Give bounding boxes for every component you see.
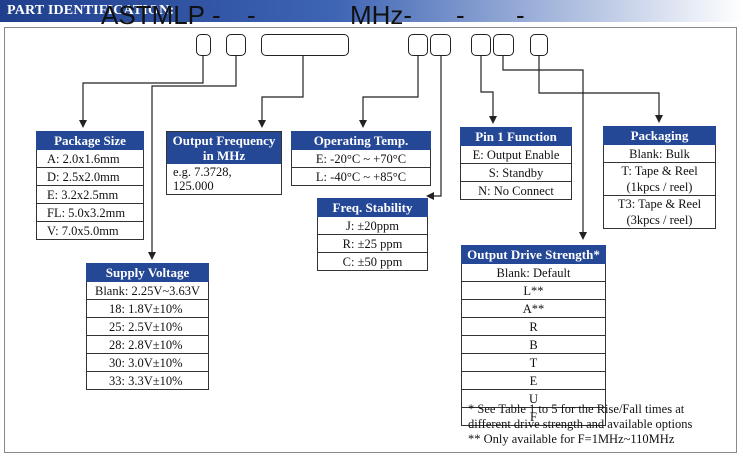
output-frequency-box: Output Frequency in MHz e.g. 7.3728, 125… (166, 131, 282, 195)
packaging-table: Packaging Blank: Bulk T: Tape & Reel (1k… (603, 126, 716, 229)
slot-package-size (196, 34, 211, 56)
packaging-row: T3: Tape & Reel (603, 195, 716, 212)
output-frequency-example-2: 125.000 (173, 179, 214, 193)
connector-packaging (538, 56, 663, 123)
freq-stability-title: Freq. Stability (317, 198, 428, 217)
connector-package-size (79, 56, 204, 128)
connector-freq-stability (426, 56, 442, 200)
output-frequency-title-1: Output Frequency (172, 133, 276, 148)
diagram-frame (4, 27, 737, 453)
output-drive-title: Output Drive Strength* (461, 245, 606, 264)
footnotes: * See Table 1 to 5 for the Rise/Fall tim… (468, 402, 692, 447)
freq-stability-row: C: ±50 ppm (317, 252, 428, 271)
supply-voltage-row: 18: 1.8V±10% (86, 299, 209, 318)
package-size-table: Package Size A: 2.0x1.6mm D: 2.5x2.0mm E… (36, 131, 144, 240)
output-frequency-body: e.g. 7.3728, 125.000 (167, 164, 281, 194)
output-drive-row: R (461, 317, 606, 336)
supply-voltage-title: Supply Voltage (86, 263, 209, 282)
output-drive-row: B (461, 335, 606, 354)
output-drive-table: Output Drive Strength* Blank: Default L*… (461, 245, 606, 426)
part-prefix: ASTMLP (101, 0, 206, 30)
pin1-function-row: S: Standby (460, 163, 572, 182)
connector-supply-voltage (148, 56, 237, 260)
slot-frequency (261, 34, 349, 56)
packaging-row: (3kpcs / reel) (603, 212, 716, 229)
connector-operating-temp (359, 56, 419, 128)
pin1-function-row: N: No Connect (460, 181, 572, 200)
part-sep-4: - (516, 0, 525, 30)
supply-voltage-row: 28: 2.8V±10% (86, 335, 209, 354)
output-frequency-title-2: in MHz (202, 148, 246, 163)
supply-voltage-row: 30: 3.0V±10% (86, 353, 209, 372)
section-title: PART IDENTIFICATION: (7, 3, 175, 18)
freq-stability-row: R: ±25 ppm (317, 234, 428, 253)
operating-temp-title: Operating Temp. (291, 131, 431, 150)
supply-voltage-row: 25: 2.5V±10% (86, 317, 209, 336)
output-frequency-example-1: e.g. 7.3728, (173, 165, 232, 179)
footnote-1: * See Table 1 to 5 for the Rise/Fall tim… (468, 402, 685, 416)
footnote-2: different drive strength and available o… (468, 417, 693, 431)
supply-voltage-row: 33: 3.3V±10% (86, 371, 209, 390)
operating-temp-row: E: -20°C ~ +70°C (291, 149, 431, 168)
package-size-row: D: 2.5x2.0mm (36, 167, 144, 186)
pin1-function-title: Pin 1 Function (460, 127, 572, 146)
part-sep-1: - (212, 0, 221, 30)
output-drive-row: L** (461, 281, 606, 300)
part-sep-2: - (247, 0, 256, 30)
slot-drive-strength (493, 34, 514, 56)
slot-packaging (530, 34, 548, 56)
package-size-title: Package Size (36, 131, 144, 150)
footnote-3: ** Only available for F=1MHz~110MHz (468, 432, 675, 446)
packaging-title: Packaging (603, 126, 716, 145)
slot-operating-temp (408, 34, 428, 56)
pin1-function-row: E: Output Enable (460, 145, 572, 164)
freq-stability-table: Freq. Stability J: ±20ppm R: ±25 ppm C: … (317, 198, 428, 271)
output-drive-row: Blank: Default (461, 263, 606, 282)
connector-pin1-function (480, 56, 497, 124)
operating-temp-row: L: -40°C ~ +85°C (291, 167, 431, 186)
slot-supply-voltage (226, 34, 246, 56)
supply-voltage-table: Supply Voltage Blank: 2.25V~3.63V 18: 1.… (86, 263, 209, 390)
pin1-function-table: Pin 1 Function E: Output Enable S: Stand… (460, 127, 572, 200)
supply-voltage-row: Blank: 2.25V~3.63V (86, 281, 209, 300)
output-drive-row: F (461, 407, 606, 426)
slot-pin1-function (471, 34, 491, 56)
slot-freq-stability (430, 34, 451, 56)
packaging-row: T: Tape & Reel (603, 162, 716, 179)
connector-output-frequency (258, 56, 304, 128)
part-sep-3: - (456, 0, 465, 30)
packaging-row: Blank: Bulk (603, 144, 716, 163)
package-size-row: V: 7.0x5.0mm (36, 221, 144, 240)
output-frequency-header: Output Frequency in MHz (167, 132, 281, 164)
output-drive-row: E (461, 371, 606, 390)
connector-drive-strength (502, 56, 587, 240)
operating-temp-table: Operating Temp. E: -20°C ~ +70°C L: -40°… (291, 131, 431, 186)
package-size-row: FL: 5.0x3.2mm (36, 203, 144, 222)
section-header: PART IDENTIFICATION: (0, 0, 743, 22)
packaging-row: (1kpcs / reel) (603, 179, 716, 196)
package-size-row: E: 3.2x2.5mm (36, 185, 144, 204)
freq-stability-row: J: ±20ppm (317, 216, 428, 235)
output-drive-row: T (461, 353, 606, 372)
part-unit: MHz- (350, 0, 413, 30)
output-drive-row: A** (461, 299, 606, 318)
package-size-row: A: 2.0x1.6mm (36, 149, 144, 168)
